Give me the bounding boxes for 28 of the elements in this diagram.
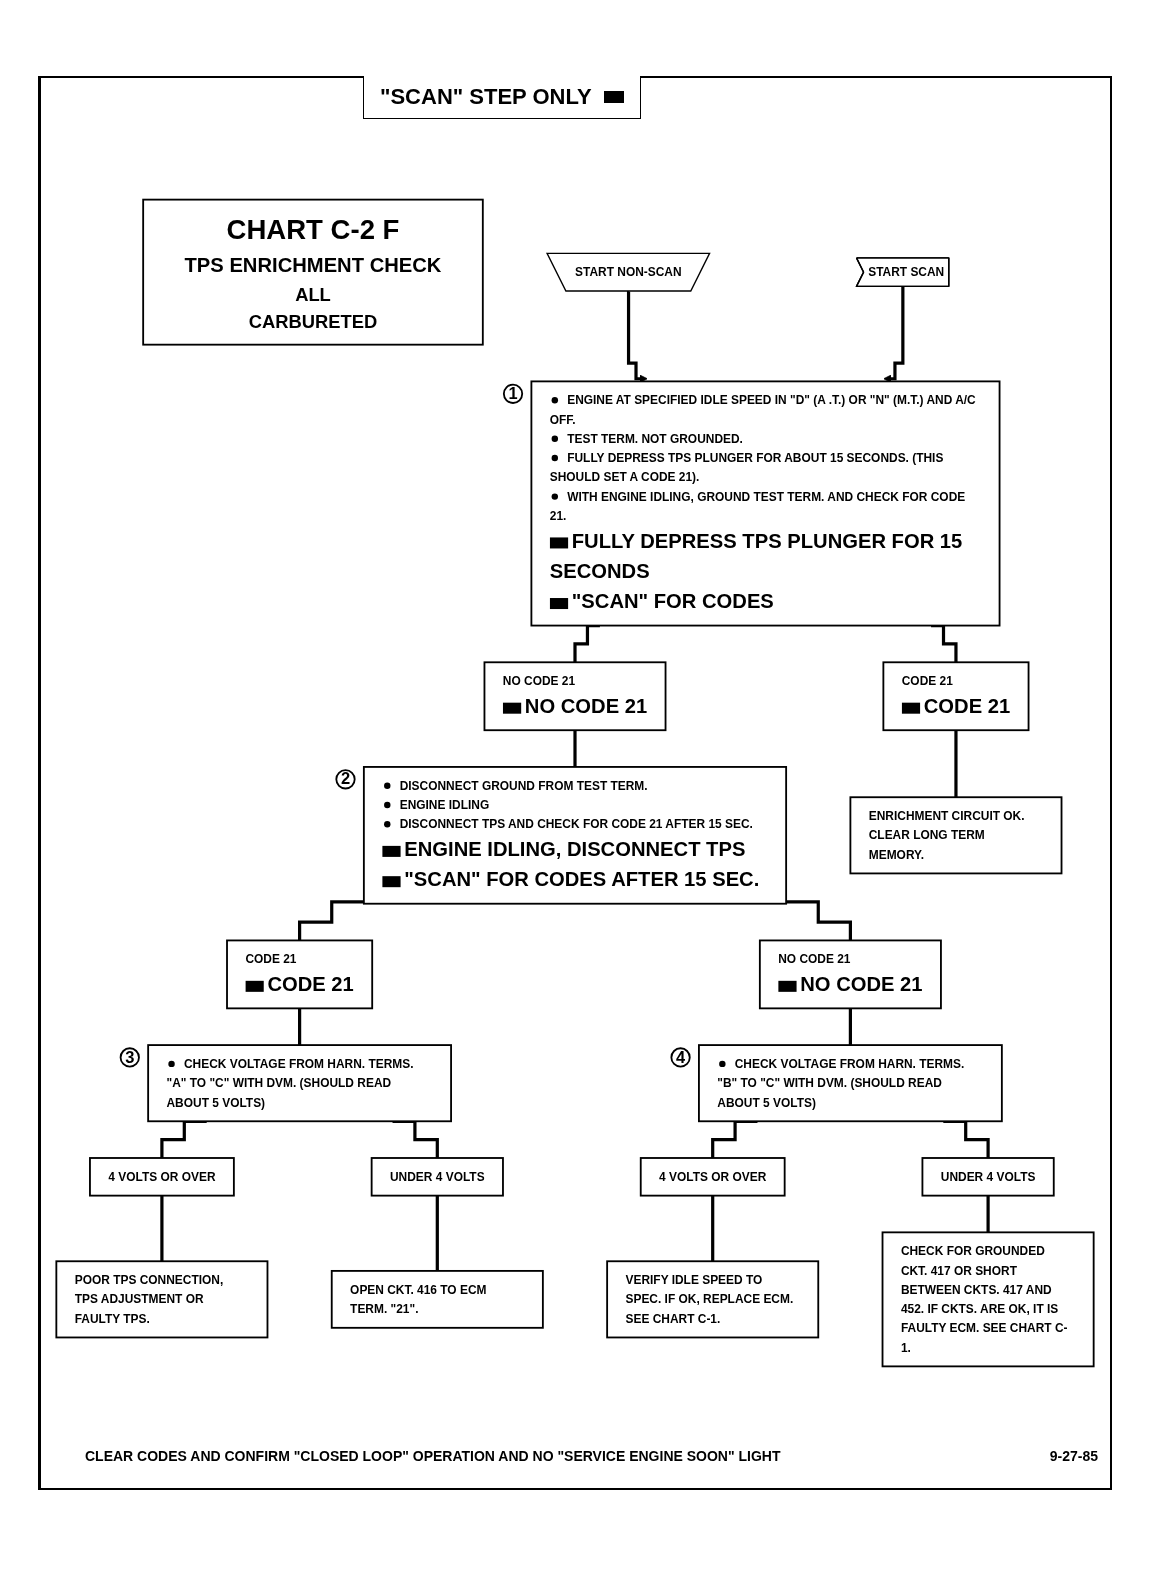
node-box: ENGINE AT SPECIFIED IDLE SPEED IN "D" (A .T.) OR "N" (M.T.) AND A/C OFF. TEST TERM. NOT GROUNDED. FULLY DEPRESS TPS PLUNGER FOR ABOUT 15 SECONDS. (THIS SHOULD SET A CODE 21). WITH ENGINE IDLING, GROUND TEST TERM. AND CHECK FOR CODE 21. FULLY DEPRESS TPS PLUNGER FOR 15 SECONDS "SCAN" FOR CODES <box>530 380 1001 627</box>
legend-text: "SCAN" STEP ONLY <box>380 84 592 110</box>
connector <box>986 1194 990 1234</box>
date-text: 9-27-85 <box>1049 1448 1098 1464</box>
node-box: POOR TPS CONNECTION, TPS ADJUSTMENT OR FAULTY TPS. <box>55 1260 269 1339</box>
node-box: CODE 21 CODE 21 <box>882 661 1030 732</box>
node-box: VERIFY IDLE SPEED TO SPEC. IF OK, REPLACE ECM. SEE CHART C-1. <box>606 1260 820 1339</box>
footer-note: CLEAR CODES AND CONFIRM "CLOSED LOOP" OPERATION AND NO "SERVICE ENGINE SOON" LIGHT <box>85 1448 781 1464</box>
node-box: CODE 21 CODE 21 <box>226 939 374 1010</box>
node-box: UNDER 4 VOLTS <box>921 1157 1055 1197</box>
node-box: NO CODE 21 NO CODE 21 <box>758 939 942 1010</box>
node-box: DISCONNECT GROUND FROM TEST TERM. ENGINE IDLING DISCONNECT TPS AND CHECK FOR CODE 21 AFTER 15 SEC. ENGINE IDLING, DISCONNECT TPS "SCAN" FOR CODES AFTER 15 SEC. <box>362 766 788 905</box>
node-circle: 2 <box>335 769 356 790</box>
connector <box>711 1194 715 1263</box>
node-box: 4 VOLTS OR OVER <box>639 1157 786 1197</box>
node-circle: 4 <box>670 1047 691 1068</box>
node-box: ENRICHMENT CIRCUIT OK. CLEAR LONG TERM MEMORY. <box>849 796 1063 875</box>
node-box: CHART C-2 F TPS ENRICHMENT CHECK ALL CARBURETED <box>142 198 484 346</box>
node-box: OPEN CKT. 416 TO ECM TERM. "21". <box>330 1270 544 1329</box>
node-box: UNDER 4 VOLTS <box>370 1157 504 1197</box>
node-circle: 3 <box>119 1047 140 1068</box>
node-box: CHECK FOR GROUNDED CKT. 417 OR SHORT BETWEEN CKTS. 417 AND 452. IF CKTS. ARE OK, IT IS FAULTY ECM. SEE CHART C-1. <box>881 1231 1095 1368</box>
node-box: NO CODE 21 NO CODE 21 <box>483 661 667 732</box>
connector <box>160 1194 164 1263</box>
node-box: CHECK VOLTAGE FROM HARN. TERMS. "B" TO "C" WITH DVM. (SHOULD READ ABOUT 5 VOLTS) <box>698 1044 1003 1123</box>
node-box: 4 VOLTS OR OVER <box>89 1157 235 1197</box>
node-circle: 1 <box>502 383 524 404</box>
node-box: CHECK VOLTAGE FROM HARN. TERMS. "A" TO "C" WITH DVM. (SHOULD READ ABOUT 5 VOLTS) <box>147 1044 452 1123</box>
